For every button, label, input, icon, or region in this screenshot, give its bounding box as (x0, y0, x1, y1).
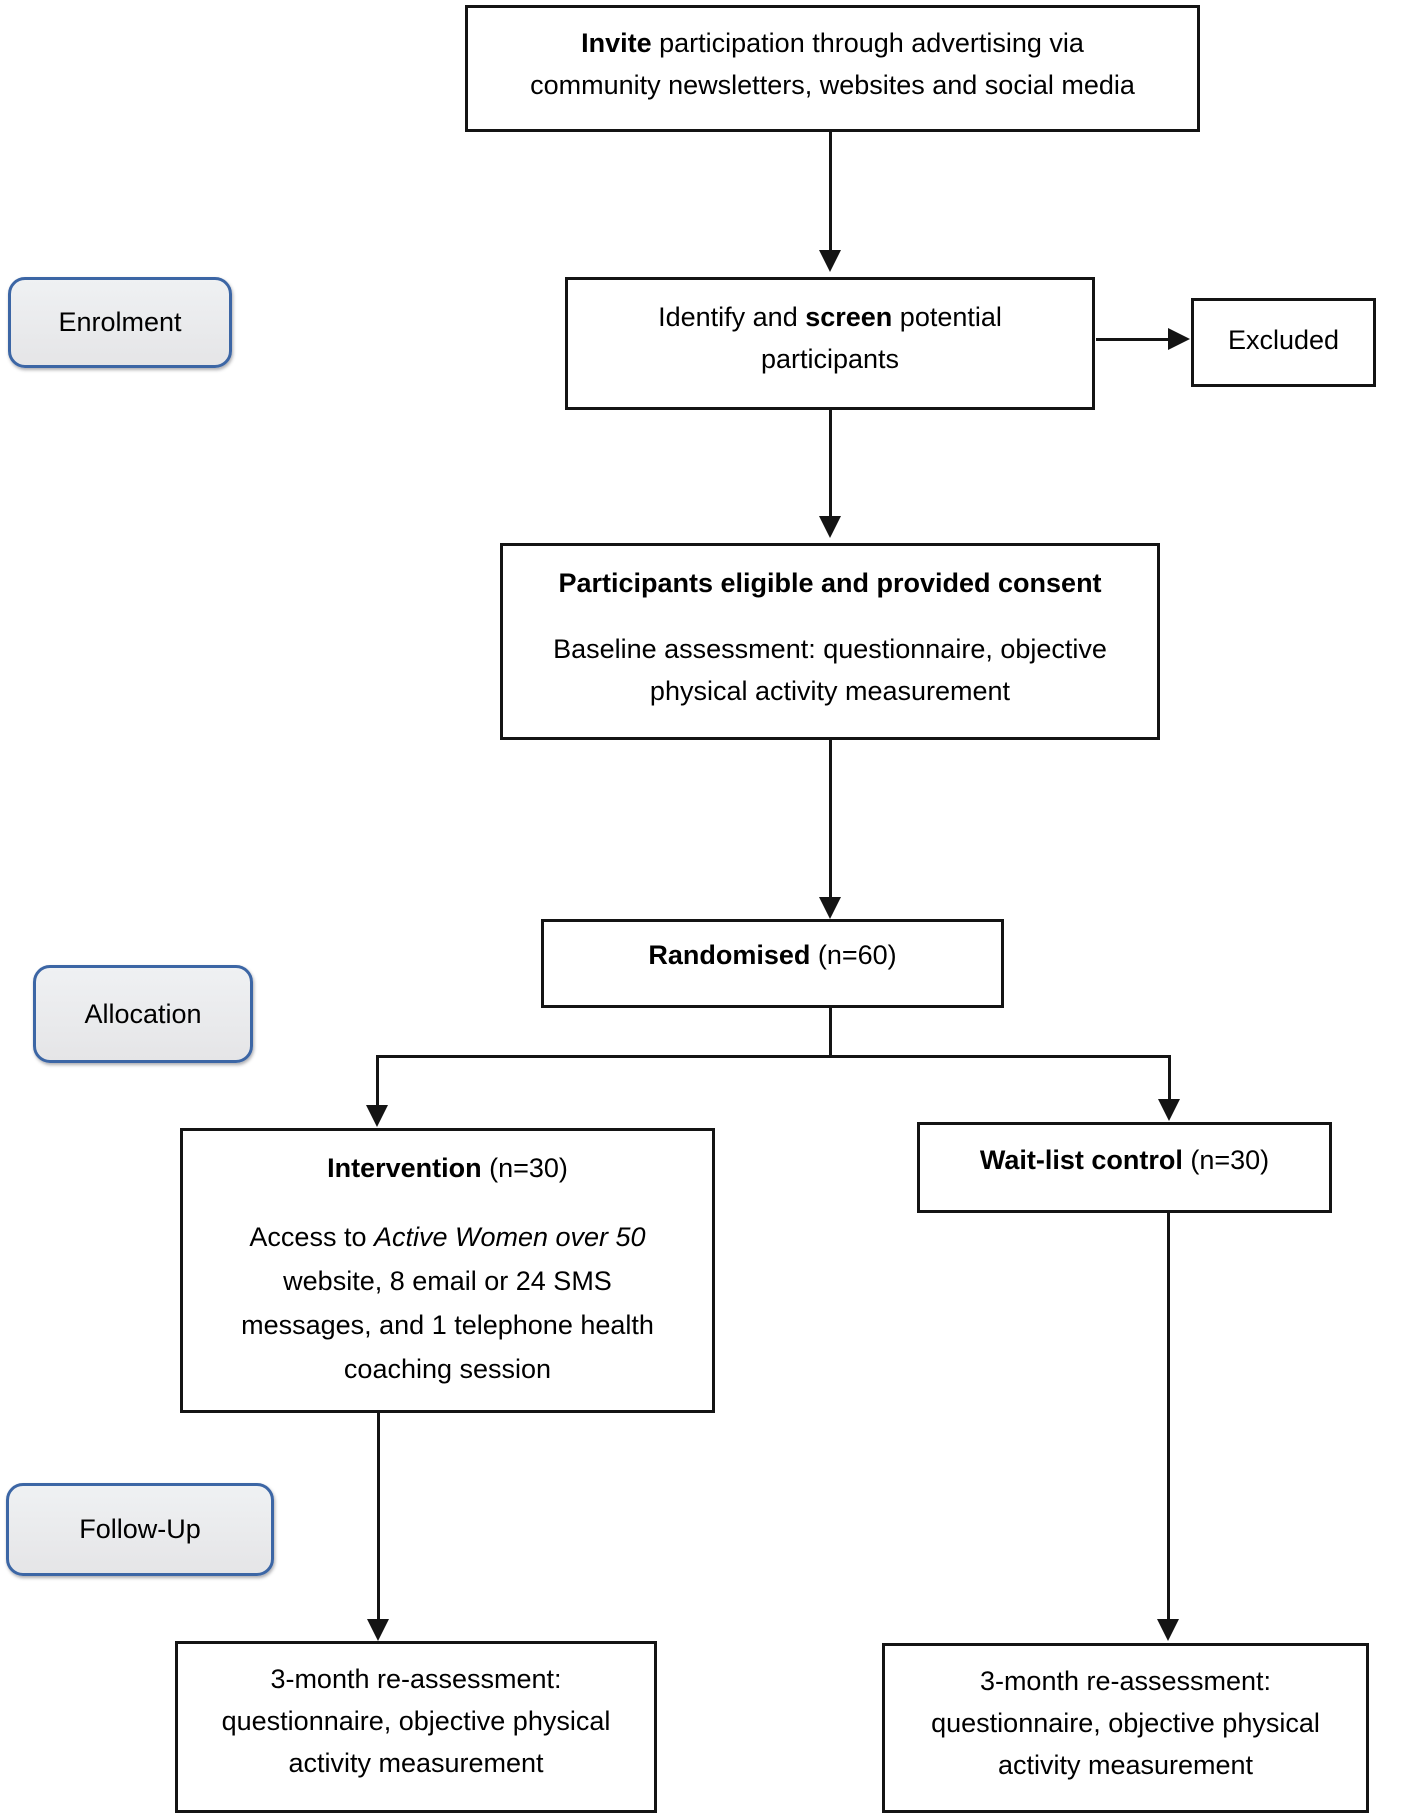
intervention-to-followup-arrow-head (367, 1619, 389, 1641)
randomised-n-text: (n=60) (810, 940, 897, 970)
excluded-text: Excluded (1227, 325, 1340, 355)
invite-bold-text: Invite (581, 28, 652, 58)
enrolment-label-text: Enrolment (58, 307, 182, 337)
identify-line2: participants (760, 344, 900, 374)
split-to-intervention-arrow-shaft (376, 1055, 379, 1107)
consent-body: Baseline assessment: questionnaire, obje… (503, 628, 1157, 712)
intervention-title-bold: Intervention (327, 1153, 482, 1183)
follow-up-label-text: Follow-Up (79, 1514, 201, 1544)
identify-to-consent-arrow-head (819, 516, 841, 538)
consent-body-line1: Baseline assessment: questionnaire, obje… (553, 634, 1107, 664)
waitlist-bold-text: Wait-list control (979, 1145, 1183, 1175)
excluded-box: Excluded (1191, 298, 1376, 387)
invite-box: Invite participation through advertising… (465, 5, 1200, 132)
intervention-body-line3: messages, and 1 telephone health (241, 1310, 654, 1340)
identify-line1: Identify and screen potential (568, 296, 1092, 338)
intervention-program-name: Active Women over 50 (373, 1222, 646, 1252)
allocation-stage-label: Allocation (33, 965, 253, 1063)
waitlist-to-followup-arrow-head (1157, 1619, 1179, 1641)
identify-screen-box: Identify and screen potential participan… (565, 277, 1095, 410)
followup-left-line1: 3-month re-assessment: (270, 1664, 562, 1694)
consent-baseline-box: Participants eligible and provided conse… (500, 543, 1160, 740)
identify-pre-text: Identify and (658, 302, 806, 332)
identify-bold-text: screen (805, 302, 893, 332)
split-to-waitlist-arrow-shaft (1168, 1055, 1171, 1101)
intervention-title-n: (n=30) (481, 1153, 568, 1183)
identify-to-excluded-arrow-shaft (1096, 338, 1170, 341)
intervention-access-text: Access to (249, 1222, 374, 1252)
consent-body-line2: physical activity measurement (649, 676, 1011, 706)
waitlist-control-box: Wait-list control (n=30) (917, 1122, 1332, 1213)
allocation-label-text: Allocation (84, 998, 202, 1029)
split-to-waitlist-arrow-head (1158, 1099, 1180, 1121)
identify-to-consent-arrow-shaft (829, 410, 832, 518)
invite-line1: Invite participation through advertising… (468, 22, 1197, 64)
intervention-body-line1: Access to Active Women over 50 (183, 1215, 712, 1259)
identify-to-excluded-arrow-head (1168, 328, 1190, 350)
followup-right-line2: questionnaire, objective physical (931, 1708, 1320, 1738)
consent-title: Participants eligible and provided conse… (558, 568, 1102, 598)
randomised-box: Randomised (n=60) (541, 919, 1004, 1008)
invite-to-identify-arrow-shaft (829, 132, 832, 252)
followup-right-line3: activity measurement (997, 1750, 1254, 1780)
waitlist-to-followup-arrow-shaft (1167, 1213, 1170, 1619)
consent-to-randomised-arrow-head (819, 897, 841, 919)
intervention-body-line2: website, 8 email or 24 SMS (283, 1266, 612, 1296)
intervention-box: Intervention (n=30) Access to Active Wom… (180, 1128, 715, 1413)
followup-right-line1: 3-month re-assessment: (979, 1666, 1272, 1696)
split-to-intervention-arrow-head (366, 1105, 388, 1127)
intervention-to-followup-arrow-shaft (377, 1413, 380, 1619)
waitlist-text: Wait-list control (n=30) (920, 1139, 1329, 1181)
randomised-bold-text: Randomised (648, 940, 811, 970)
intervention-title: Intervention (n=30) (183, 1147, 712, 1189)
waitlist-n-text: (n=30) (1182, 1145, 1270, 1175)
intervention-body-line4: coaching session (343, 1354, 552, 1384)
follow-up-stage-label: Follow-Up (6, 1483, 274, 1576)
invite-rest-text: participation through advertising via (651, 28, 1084, 58)
followup-left-box: 3-month re-assessment: questionnaire, ob… (175, 1641, 657, 1813)
enrolment-stage-label: Enrolment (8, 277, 232, 368)
randomised-split-horizontal-line (377, 1055, 1171, 1058)
consent-to-randomised-arrow-shaft (829, 740, 832, 898)
followup-left-line2: questionnaire, objective physical (221, 1706, 611, 1736)
intervention-body: Access to Active Women over 50 website, … (183, 1215, 712, 1391)
followup-right-box: 3-month re-assessment: questionnaire, ob… (882, 1643, 1369, 1813)
randomised-split-stub-line (829, 1008, 832, 1058)
identify-post-text: potential (892, 302, 1002, 332)
invite-line2: community newsletters, websites and soci… (530, 70, 1135, 100)
followup-left-line3: activity measurement (288, 1748, 544, 1778)
invite-to-identify-arrow-head (819, 250, 841, 272)
randomised-text: Randomised (n=60) (544, 934, 1001, 976)
